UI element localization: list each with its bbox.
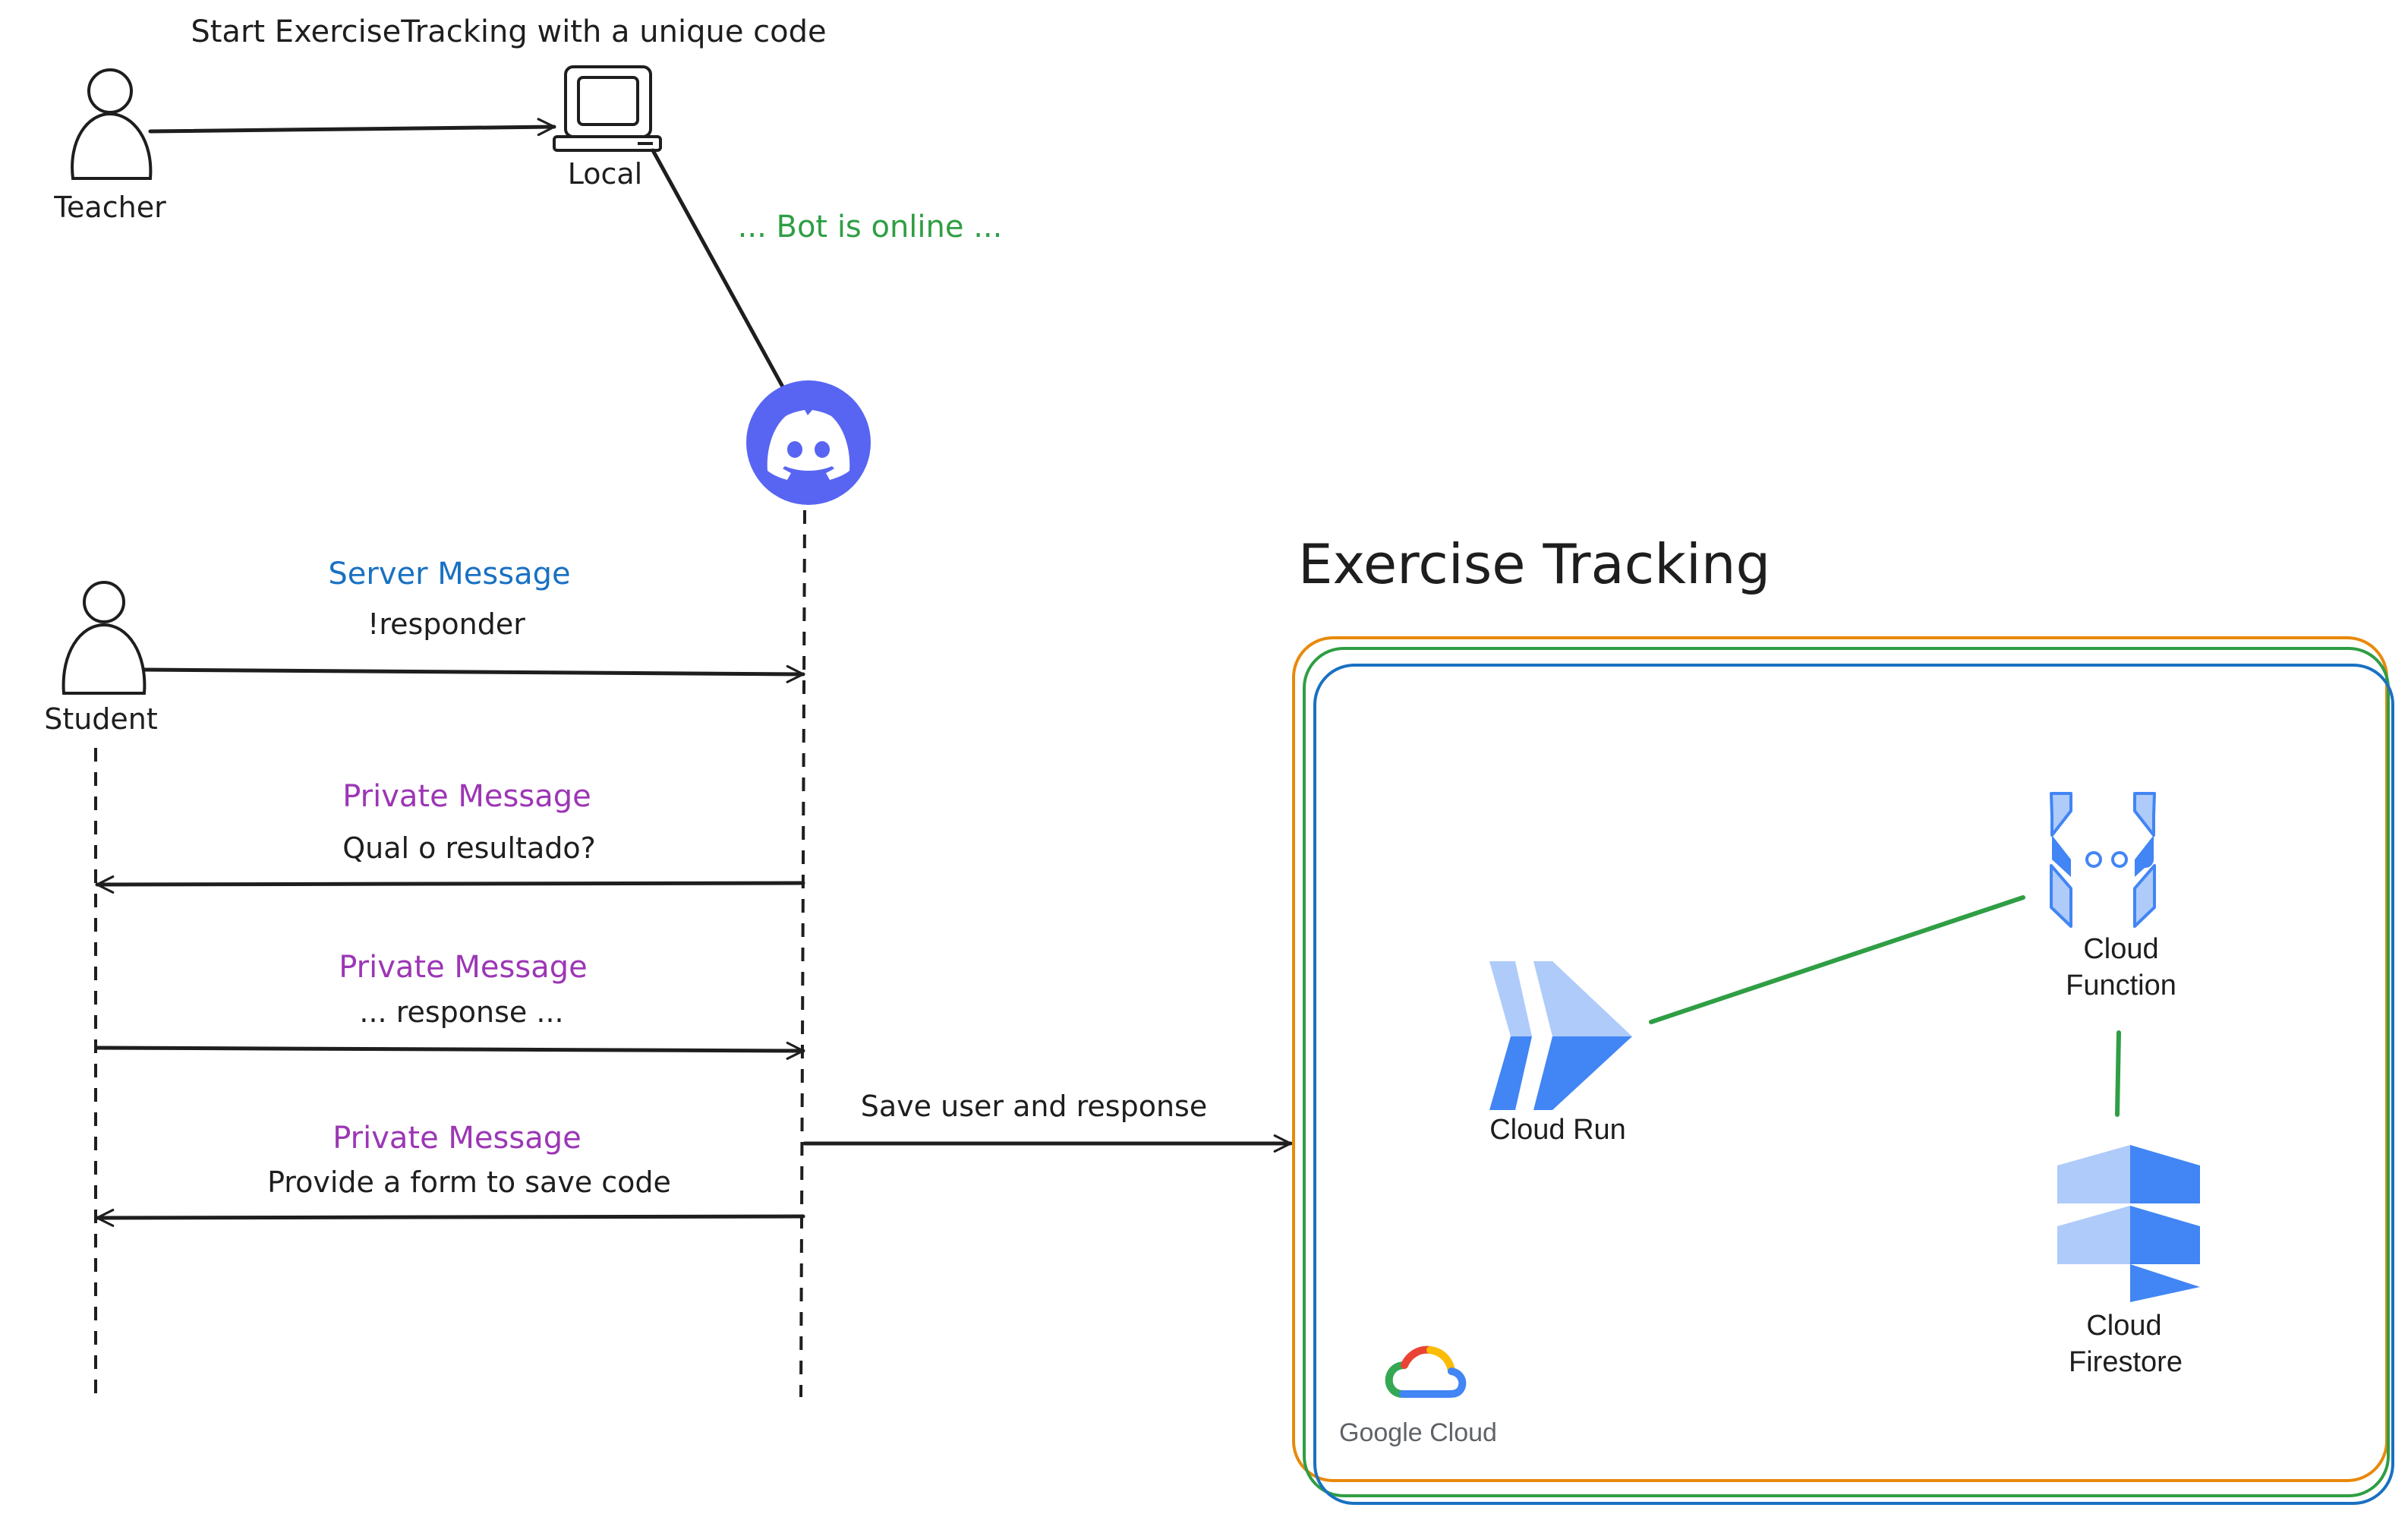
discord-eye-left [787,441,802,458]
discord-eye-right [815,441,830,458]
message-1-type: Server Message [328,557,570,591]
message-4-arrow [95,1208,805,1227]
teacher-to-local-arrow [148,118,556,137]
message-4-type: Private Message [333,1121,581,1156]
cloud-firestore-node: Cloud Firestore [2057,1145,2200,1378]
start-message: Start ExerciseTracking with a unique cod… [191,14,826,49]
computer-icon [553,65,662,152]
teacher-actor: Teacher [53,68,166,224]
run-to-function-link [1649,895,2025,1024]
google-cloud-logo: Google Cloud [1339,1345,1497,1447]
message-2-arrow [95,875,805,894]
frame-blue [1313,664,2394,1505]
frame-orange [1292,636,2388,1482]
message-3-text: ... response ... [359,995,563,1029]
google-cloud-label: Google Cloud [1339,1418,1497,1447]
cloud-frame [1292,636,2394,1505]
student-actor: Student [44,581,158,736]
message-1-text: !responder [367,607,525,641]
cloud-title: Exercise Tracking [1298,532,1770,596]
message-4-text: Provide a form to save code [267,1165,671,1199]
local-label: Local [568,157,643,191]
function-to-firestore-link [2115,1030,2121,1117]
cloud-function-label-line2: Function [2066,970,2176,1001]
message-3-arrow [95,1041,805,1060]
cloud-run-node: Cloud Run [1489,961,1632,1146]
discord-logo-shape [767,410,850,480]
local-to-discord-line [651,148,786,392]
cloud-firestore-icon [2057,1145,2200,1302]
message-2-text: Qual o resultado? [342,831,596,865]
cloud-firestore-label-line2: Firestore [2069,1346,2183,1378]
message-1-arrow [142,664,805,683]
frame-green [1303,647,2390,1497]
student-label: Student [44,702,158,736]
cloud-function-icon [2050,792,2156,928]
google-cloud-logo-icon [1385,1345,1467,1398]
message-3-type: Private Message [339,950,587,985]
save-message: Save user and response [861,1090,1207,1123]
cloud-function-label-line1: Cloud [2083,933,2158,965]
discord-lifeline [799,509,806,1398]
local-node: Local [553,65,662,191]
cloud-firestore-label-line1: Cloud [2086,1310,2161,1342]
bot-online-label: ... Bot is online ... [738,210,1003,244]
cloud-run-label: Cloud Run [1489,1114,1626,1146]
message-2-type: Private Message [342,779,591,814]
teacher-person-icon [71,68,153,180]
cloud-function-node: Cloud Function [2050,792,2176,1001]
student-person-icon [61,581,147,695]
teacher-label: Teacher [53,191,166,224]
discord-node [746,380,871,505]
cloud-run-icon [1489,961,1632,1110]
